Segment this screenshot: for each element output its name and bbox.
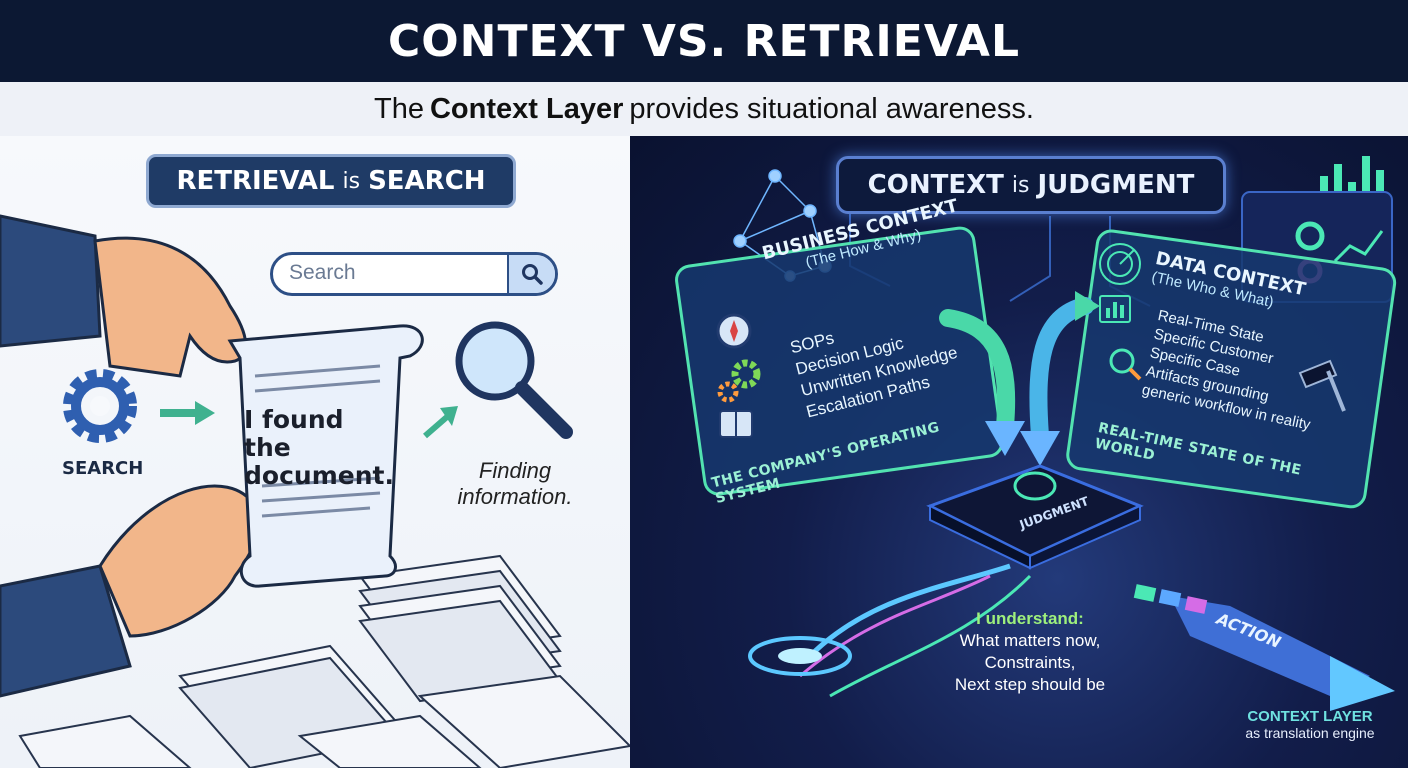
hand-top-icon [0,214,248,378]
arrow-up-right-icon [423,406,458,439]
understand-block: I understand: What matters now, Constrai… [930,608,1130,696]
judgment-chip-icon [926,464,1144,570]
context-header: CONTEXT is JUDGMENT [836,156,1226,214]
flashlight-icon [1298,359,1346,412]
gears-icon [717,359,761,403]
paper-stack-icon [18,554,630,768]
search-icon [522,264,543,285]
subtitle-after: provides situational awareness. [629,92,1034,125]
search-button[interactable] [507,255,555,293]
data-magnifier-icon [1109,348,1142,381]
book-icon [719,410,753,438]
footer-line1: CONTEXT LAYER [1247,708,1373,725]
data-chart-icon [1099,295,1131,323]
retrieval-word: RETRIEVAL [176,166,335,196]
search-input[interactable]: Search [270,252,558,296]
document-text-line2: document. [244,461,394,490]
retrieval-illustration [0,214,630,768]
understand-line: Constraints, [984,653,1076,672]
finding-line2: information. [457,484,573,509]
gear-icon [63,369,137,443]
data-context-card [1066,229,1397,509]
finding-information: Finding information. [440,458,590,510]
judgment-word: JUDGMENT [1037,170,1195,200]
flow-arrows-icon [939,297,1094,445]
document-text: I found the document. [244,406,394,490]
context-is-word: is [1011,172,1030,198]
radar-icon [1099,243,1141,285]
gear-label: SEARCH [62,458,144,479]
energy-stream [799,563,1032,698]
understand-heading: I understand: [976,609,1084,628]
progress-squares [1133,584,1208,614]
subtitle-before: The [374,92,424,125]
context-word: CONTEXT [867,170,1004,200]
action-arrow-icon [1170,596,1395,711]
subtitle-bold: Context Layer [429,92,624,125]
page-title: CONTEXT VS. RETRIEVAL [387,15,1021,67]
understand-line: Next step should be [954,675,1106,694]
footer-line2: as translation engine [1245,725,1375,741]
context-panel: CONTEXT is JUDGMENT BUSINESS CONTEXT (Th… [630,136,1408,768]
finding-line1: Finding [478,458,552,483]
context-layer-footer: CONTEXT LAYER as translation engine [1220,708,1400,741]
glow-portal [748,636,852,676]
hand-bottom-icon [0,484,260,698]
understand-line: What matters now, [959,631,1101,650]
is-word: is [342,168,361,194]
magnifier-icon [455,321,573,439]
search-word: SEARCH [368,166,486,196]
retrieval-panel: RETRIEVAL is SEARCH Search SEARCH I foun… [0,136,630,768]
document-icon [227,324,424,588]
title-bar: CONTEXT VS. RETRIEVAL [0,0,1408,82]
compass-icon [716,313,752,349]
subtitle-bar: The Context Layer provides situational a… [0,82,1408,136]
context-illustration [675,156,1397,711]
retrieval-header: RETRIEVAL is SEARCH [146,154,516,208]
arrow-right-icon [160,401,215,425]
search-placeholder: Search [289,261,356,284]
document-text-line1: I found the [244,405,344,462]
